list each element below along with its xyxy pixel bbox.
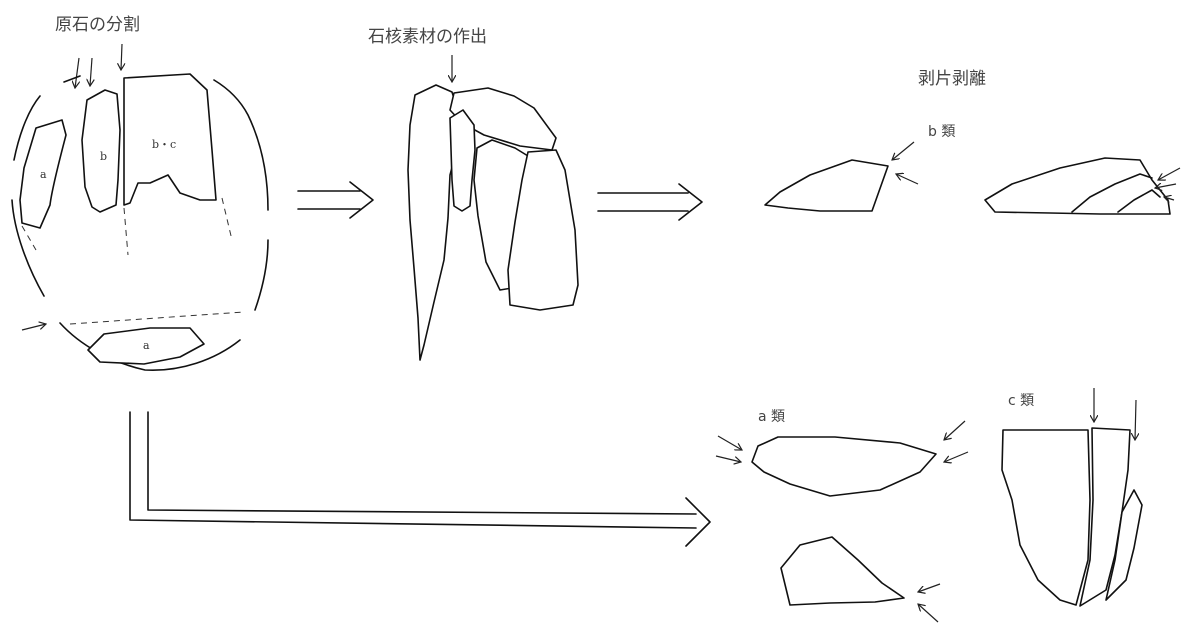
fragment-label-b: b	[100, 150, 107, 163]
transition-arrow-1	[297, 181, 374, 219]
strike-arrow	[21, 324, 46, 331]
division-line	[123, 207, 129, 256]
flake-b	[764, 159, 889, 212]
type-b-label: b 類	[928, 124, 955, 140]
stage-flaking-label: 剥片剥離	[918, 69, 986, 89]
core-b-flaked	[984, 157, 1171, 215]
flaking-c-group: c 類	[1001, 388, 1143, 607]
fragment-b	[81, 89, 121, 213]
raw-stone-group: 原石の分割 a b b・c a	[11, 15, 269, 372]
fragment-a-left	[19, 119, 67, 229]
fragment-a-bottom	[87, 327, 205, 365]
strike-arrow	[90, 57, 92, 86]
division-line	[69, 311, 245, 325]
strike-arrow	[892, 141, 915, 160]
strike-arrow	[715, 455, 741, 462]
core-blank-group: 石核素材の作出	[368, 27, 579, 361]
strike-arrow	[896, 174, 919, 185]
flaking-a-group: a 類	[715, 409, 969, 623]
fragment-label-a: a	[40, 168, 47, 181]
strike-arrow	[918, 583, 941, 592]
strike-arrow	[121, 43, 122, 70]
strike-arrow	[1135, 399, 1136, 440]
type-c-label: c 類	[1008, 393, 1034, 409]
flake-scar	[1117, 189, 1161, 213]
division-line	[21, 225, 37, 251]
stage-split-label: 原石の分割	[55, 15, 140, 35]
stage-core-blank-label: 石核素材の作出	[368, 27, 487, 47]
type-a-label: a 類	[758, 409, 785, 425]
strike-arrow	[1155, 184, 1177, 188]
fragment-label-bc: b・c	[152, 138, 176, 151]
strike-arrow	[944, 451, 969, 462]
strike-arrow	[1158, 167, 1181, 180]
transition-arrow-2	[597, 183, 703, 221]
strike-arrow	[1164, 197, 1175, 200]
fragment-bc	[123, 73, 217, 206]
flake-a-lower	[780, 536, 905, 606]
raw-stone-outline	[11, 75, 269, 372]
strike-arrow	[918, 604, 939, 623]
core-blank-piece	[449, 109, 476, 212]
division-line	[221, 197, 233, 241]
core-blank-piece	[507, 149, 579, 311]
transition-arrow-3	[129, 411, 711, 547]
core-c-left	[1001, 429, 1091, 606]
strike-arrow	[944, 420, 966, 440]
strike-arrow	[717, 435, 742, 450]
strike-arrow	[75, 57, 79, 88]
flake-a	[751, 436, 937, 497]
core-c-middle	[1079, 427, 1131, 607]
flaking-b-group: 剥片剥離 b 類	[764, 69, 1181, 215]
fragment-label-a-bottom: a	[143, 339, 150, 352]
flake-scar	[1071, 173, 1153, 213]
core-c-right	[1105, 489, 1143, 601]
